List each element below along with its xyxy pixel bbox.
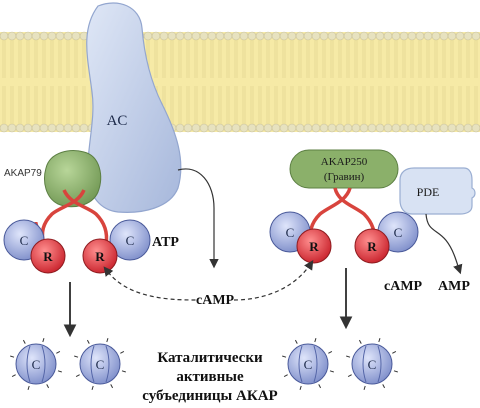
- arrows: [63, 168, 463, 338]
- r-label: R: [43, 249, 53, 264]
- camp-dashed-arrow-left: [103, 266, 197, 301]
- ac-label: AC: [107, 113, 128, 129]
- r-label: R: [95, 249, 105, 264]
- free-c-subunit-1: C: [10, 338, 62, 390]
- r-subunit-right-1: R: [296, 228, 332, 264]
- r-label: R: [309, 239, 319, 254]
- camp-dashed-arrow-right: [233, 259, 314, 301]
- c-label: C: [96, 357, 105, 372]
- caption-line-2: активные: [176, 369, 244, 385]
- amp-label: AMP: [438, 279, 470, 294]
- c-label: C: [304, 357, 313, 372]
- akap79-label: AKAP79: [4, 168, 42, 179]
- camp-pde-label: cAMP: [384, 279, 423, 294]
- pde-label: PDE: [417, 185, 440, 199]
- c-label: C: [368, 357, 377, 372]
- c-subunit-left-2: C: [109, 219, 151, 261]
- c-label: C: [286, 225, 295, 240]
- c-label: C: [394, 225, 403, 240]
- r-label: R: [367, 239, 377, 254]
- r-subunit-right-2: R: [354, 228, 390, 264]
- c-label: C: [32, 357, 41, 372]
- r-subunit-left-1: R: [30, 238, 66, 274]
- free-c-subunit-3: C: [282, 338, 334, 390]
- atp-label: ATP: [152, 235, 179, 250]
- pde-enzyme: PDE: [399, 167, 476, 215]
- free-c-subunit-2: C: [74, 338, 126, 390]
- cell-membrane: [0, 31, 480, 133]
- atp-to-camp-arrow: [177, 168, 219, 269]
- caption-line-1: Каталитически: [157, 350, 263, 366]
- gravin-label: (Гравин): [324, 171, 365, 183]
- r-subunit-left-2: R: [82, 238, 118, 274]
- adenylyl-cyclase: AC: [86, 2, 182, 213]
- caption-line-3: субъединицы АКАР: [142, 388, 277, 404]
- camp-label: cAMP: [196, 293, 235, 308]
- akap79-tether-right: [62, 189, 109, 245]
- c-label: C: [20, 233, 29, 248]
- akap250-label: AKAP250: [321, 156, 368, 168]
- c-label: C: [126, 233, 135, 248]
- free-c-subunit-4: C: [346, 338, 398, 390]
- akap250-body: [289, 149, 399, 189]
- pde-camp-to-amp-arrow: [425, 213, 463, 275]
